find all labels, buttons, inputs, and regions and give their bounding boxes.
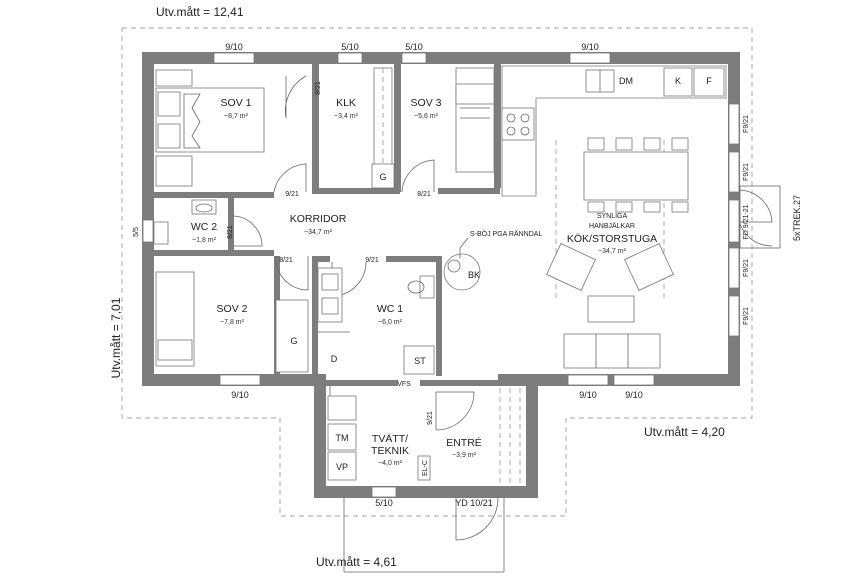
opening-door-sov2: 8/21 xyxy=(279,257,293,264)
room-korridor-area: ~34,7 m² xyxy=(304,229,332,236)
opening-entry-door: YD 10/21 xyxy=(455,498,493,508)
room-wc2-name: WC 2 xyxy=(191,221,217,233)
closet-shelves xyxy=(371,67,395,189)
wc2-fixtures xyxy=(153,199,217,245)
fixture-g-sov2: G xyxy=(290,336,297,346)
dim-right: Utv.mått = 4,20 xyxy=(644,425,725,439)
room-sov3-area: ~5,6 m² xyxy=(414,113,439,120)
opening-right-f4: F9/21 xyxy=(743,307,750,325)
opening-door-sov3: 8/21 xyxy=(417,191,431,198)
dim-left: Utv.mått = 7,01 xyxy=(109,297,123,378)
room-tvatt-name1: TVÄTT/ xyxy=(372,433,408,445)
opening-top-sov1: 9/10 xyxy=(225,42,243,52)
opening-top-klk: 5/10 xyxy=(341,42,359,52)
bed-sov1 xyxy=(155,69,265,187)
room-entre-area: ~3,9 m² xyxy=(452,452,477,459)
fixture-k: K xyxy=(675,76,681,86)
opening-top-kok: 9/10 xyxy=(581,42,599,52)
room-kok-area: ~34,7 m² xyxy=(598,248,626,255)
boiler xyxy=(443,253,481,291)
opening-bottom-sov2: 9/10 xyxy=(231,390,249,400)
exterior-steps xyxy=(739,185,781,249)
room-sov1-area: ~8,7 m² xyxy=(224,113,249,120)
room-wc1-area: ~6,0 m² xyxy=(378,319,403,326)
opening-right-f2: F9/21 xyxy=(743,163,750,181)
fixture-d: D xyxy=(331,354,338,364)
room-kok-name: KÖK/STORSTUGA xyxy=(567,233,657,245)
opening-door-wc2: 8/21 xyxy=(227,225,234,239)
room-tvatt-name2: TEKNIK xyxy=(371,445,409,457)
fixture-sboj: S-BÖJ PGA RÄNNDAL xyxy=(470,230,542,238)
fixture-bk: BK xyxy=(468,270,480,280)
fixture-dm: DM xyxy=(619,76,633,86)
opening-door-wc1: 9/21 xyxy=(365,257,379,264)
fixture-vp: VP xyxy=(336,462,348,472)
opening-right-fd: FD 9/21-21 xyxy=(743,204,750,239)
fixture-vfs: VFS xyxy=(397,381,411,388)
dim-top: Utv.mått = 12,41 xyxy=(156,5,244,19)
wc1-fixtures xyxy=(317,267,435,375)
entrance-grating xyxy=(499,388,521,486)
fixture-f: F xyxy=(706,76,712,86)
dining-table xyxy=(583,137,689,213)
dim-bottom: Utv.mått = 4,61 xyxy=(316,555,397,569)
fixture-g-klk: G xyxy=(379,172,386,182)
room-sov2-area: ~7,8 m² xyxy=(220,319,245,326)
laundry-units xyxy=(327,395,431,481)
room-sov3-name: SOV 3 xyxy=(411,97,442,109)
opening-right-f3: F9/21 xyxy=(743,259,750,277)
room-kok-note1: SYNLIGA xyxy=(597,213,628,220)
room-klk-area: ~3,4 m² xyxy=(334,113,359,120)
opening-bottom-kok1: 9/10 xyxy=(579,390,597,400)
fixture-tm: TM xyxy=(336,433,349,443)
room-entre-name: ENTRÉ xyxy=(446,436,482,449)
room-sov1-name: SOV 1 xyxy=(221,97,252,109)
room-klk-name: KLK xyxy=(336,97,356,109)
opening-bottom-kok2: 9/10 xyxy=(625,390,643,400)
living-furniture xyxy=(546,243,674,369)
opening-door-korr1: 9/21 xyxy=(285,191,299,198)
room-wc1-name: WC 1 xyxy=(377,303,403,315)
opening-door-sov1: 8/21 xyxy=(315,81,322,95)
room-tvatt-area: ~4,0 m² xyxy=(378,460,403,467)
room-kok-note2: HANBJÄLKAR xyxy=(589,222,635,230)
windows xyxy=(142,52,740,498)
kitchen-counter xyxy=(501,65,727,197)
opening-trek: 5xTREK.27 xyxy=(792,195,802,241)
fixture-st: ST xyxy=(414,356,426,366)
room-korridor-name: KORRIDOR xyxy=(290,213,347,225)
opening-door-tvatt: 9/21 xyxy=(427,411,434,425)
bed-sov2 xyxy=(155,271,309,373)
room-wc2-area: ~1,8 m² xyxy=(192,237,217,244)
opening-top-sov3: 5/10 xyxy=(405,42,423,52)
opening-right-f1: F9/21 xyxy=(743,115,750,133)
opening-bottom-tvatt: 5/10 xyxy=(375,498,393,508)
bed-sov3 xyxy=(455,67,495,173)
entry-platform xyxy=(343,498,505,573)
outer-extent-outline xyxy=(121,27,753,517)
room-sov2-name: SOV 2 xyxy=(217,303,248,315)
fixture-elc: EL-C xyxy=(422,460,429,476)
sboj-leader-line xyxy=(459,237,469,258)
opening-left-wc2: 5/5 xyxy=(133,227,140,237)
